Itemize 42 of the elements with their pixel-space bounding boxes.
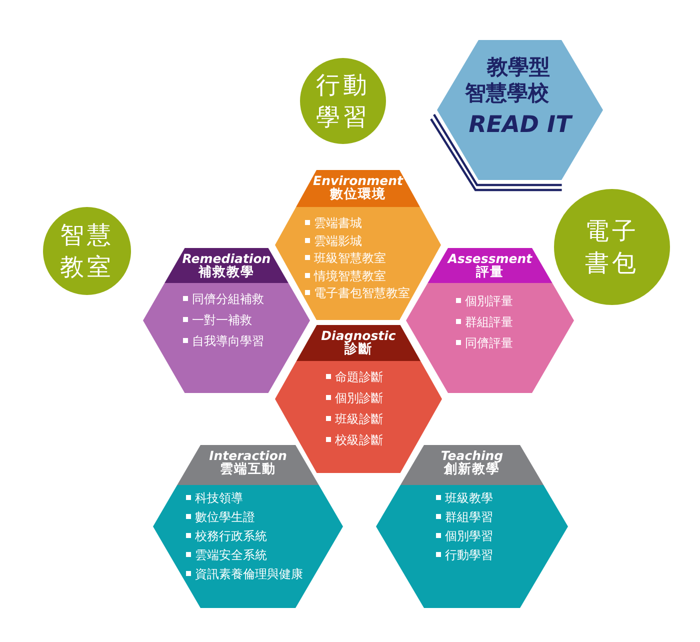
panel-subtitle: READ IT [468, 112, 574, 138]
list-item: 同儕分組補救 [183, 293, 264, 305]
category-heading: Remediation [181, 252, 272, 266]
list-item: 班級診斷 [326, 413, 383, 425]
category-subheading: 數位環境 [328, 188, 387, 202]
list-item: 雲端安全系統 [186, 549, 267, 561]
hexagon-panel [143, 248, 310, 393]
list-item: 校務行政系統 [186, 530, 267, 542]
category-subheading: 補救教學 [197, 266, 256, 280]
category-subheading: 診斷 [344, 342, 372, 358]
hexagon-panel [437, 40, 603, 180]
list-item: 群組學習 [436, 511, 493, 523]
hexagon-panel [153, 445, 343, 608]
list-item: 一對一補救 [183, 314, 252, 326]
list-item: 命題診斷 [326, 371, 383, 383]
list-item: 雲端影城 [305, 234, 362, 246]
category-heading: Interaction [208, 449, 288, 463]
list-item: 同儕評量 [456, 337, 513, 349]
category-subheading: 雲端互動 [219, 462, 277, 478]
list-item: 自我導向學習 [183, 335, 264, 347]
badge-label: 行動學習 [315, 70, 371, 133]
panel-title: 教學型智慧學校 [465, 54, 551, 106]
list-item: 群組評量 [456, 316, 513, 328]
list-item: 班級教學 [436, 492, 493, 504]
list-item: 校級診斷 [326, 434, 383, 446]
category-subheading: 評量 [474, 266, 505, 280]
category-heading: Assessment [446, 252, 534, 266]
list-item: 資訊素養倫理與健康 [186, 568, 303, 580]
list-item: 雲端書城 [305, 217, 362, 229]
list-item: 行動學習 [436, 549, 493, 561]
category-heading: Environment [312, 174, 404, 188]
category-heading: Diagnostic [320, 329, 397, 343]
list-item: 個別診斷 [326, 392, 383, 404]
badge-label: 智慧教室 [59, 220, 115, 283]
category-subheading: 創新教學 [444, 462, 500, 478]
list-item: 數位學生證 [186, 511, 255, 523]
badge-label: 電子書包 [584, 216, 640, 279]
category-heading: Teaching [440, 449, 504, 463]
list-item: 個別評量 [456, 295, 513, 307]
list-item: 個別學習 [436, 530, 493, 542]
hexagon-panel [376, 445, 568, 608]
list-item: 科技領導 [186, 492, 243, 504]
